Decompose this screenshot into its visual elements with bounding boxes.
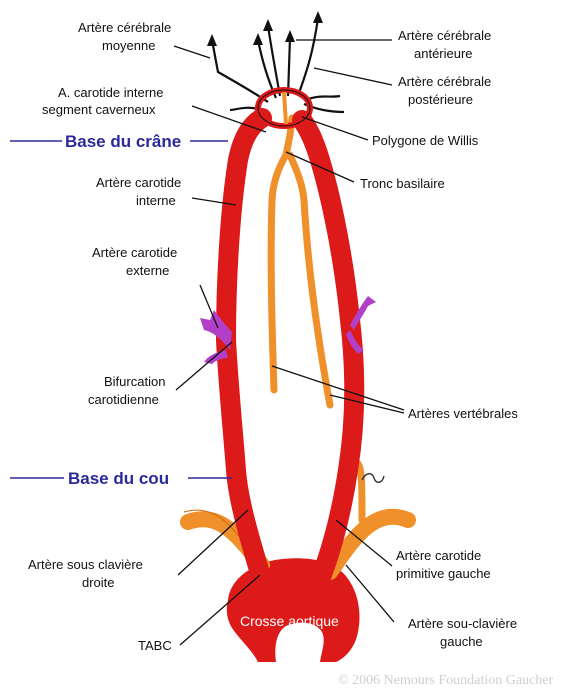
carotid-arteries xyxy=(226,118,354,585)
carotide-cav-line2: segment caverneux xyxy=(42,102,156,117)
label-acm: Artère cérébrale moyenne xyxy=(78,20,171,53)
acp-line1: Artère cérébrale xyxy=(398,74,491,89)
label-sous-claviere-gauche: Artère sou-clavière gauche xyxy=(408,616,517,649)
willis-label: Polygone de Willis xyxy=(372,133,479,148)
carotide-interne-line2: interne xyxy=(136,193,176,208)
bifurcation-line2: carotidienne xyxy=(88,392,159,407)
watermark: © 2006 Nemours Foundation Gaucher xyxy=(338,673,553,688)
small-marker xyxy=(362,474,384,483)
acp-line2: postérieure xyxy=(408,92,473,107)
sous-claviere-gauche-line2: gauche xyxy=(440,634,483,649)
vertebrales-label: Artères vertébrales xyxy=(408,406,518,421)
carotide-cav-line1: A. carotide interne xyxy=(58,85,164,100)
label-carotide-cav: A. carotide interne segment caverneux xyxy=(42,85,164,117)
tabc-label: TABC xyxy=(138,638,172,653)
sous-claviere-gauche-line1: Artère sou-clavière xyxy=(408,616,517,631)
label-aca: Artère cérébrale antérieure xyxy=(398,28,491,61)
arrow-heads xyxy=(207,11,323,46)
base-crane-label: Base du crâne xyxy=(65,132,181,151)
bifurcation-line1: Bifurcation xyxy=(104,374,165,389)
circle-of-willis xyxy=(258,90,310,126)
base-cou-level: Base du cou xyxy=(10,469,232,488)
carotide-externe-line2: externe xyxy=(126,263,169,278)
cerebral-branches xyxy=(212,18,344,112)
aortic-arch xyxy=(227,558,360,662)
acm-line1: Artère cérébrale xyxy=(78,20,171,35)
sous-claviere-droite-line2: droite xyxy=(82,575,115,590)
acm-line2: moyenne xyxy=(102,38,155,53)
label-bifurcation: Bifurcation carotidienne xyxy=(88,374,165,407)
base-cou-label: Base du cou xyxy=(68,469,169,488)
carotide-interne-line1: Artère carotide xyxy=(96,175,181,190)
sous-claviere-droite-line1: Artère sous clavière xyxy=(28,557,143,572)
crosse-label: Crosse aortique xyxy=(240,613,339,629)
label-carotide-interne: Artère carotide interne xyxy=(96,175,181,208)
carotide-primitive-line2: primitive gauche xyxy=(396,566,491,581)
label-carotide-primitive-gauche: Artère carotide primitive gauche xyxy=(396,548,491,581)
aca-line1: Artère cérébrale xyxy=(398,28,491,43)
carotide-primitive-line1: Artère carotide xyxy=(396,548,481,563)
label-carotide-externe: Artère carotide externe xyxy=(92,245,177,278)
aca-line2: antérieure xyxy=(414,46,473,61)
label-sous-claviere-droite: Artère sous clavière droite xyxy=(28,557,143,590)
label-acp: Artère cérébrale postérieure xyxy=(398,74,491,107)
base-crane-level: Base du crâne xyxy=(10,132,228,151)
tronc-basilaire-label: Tronc basilaire xyxy=(360,176,445,191)
carotide-externe-line1: Artère carotide xyxy=(92,245,177,260)
